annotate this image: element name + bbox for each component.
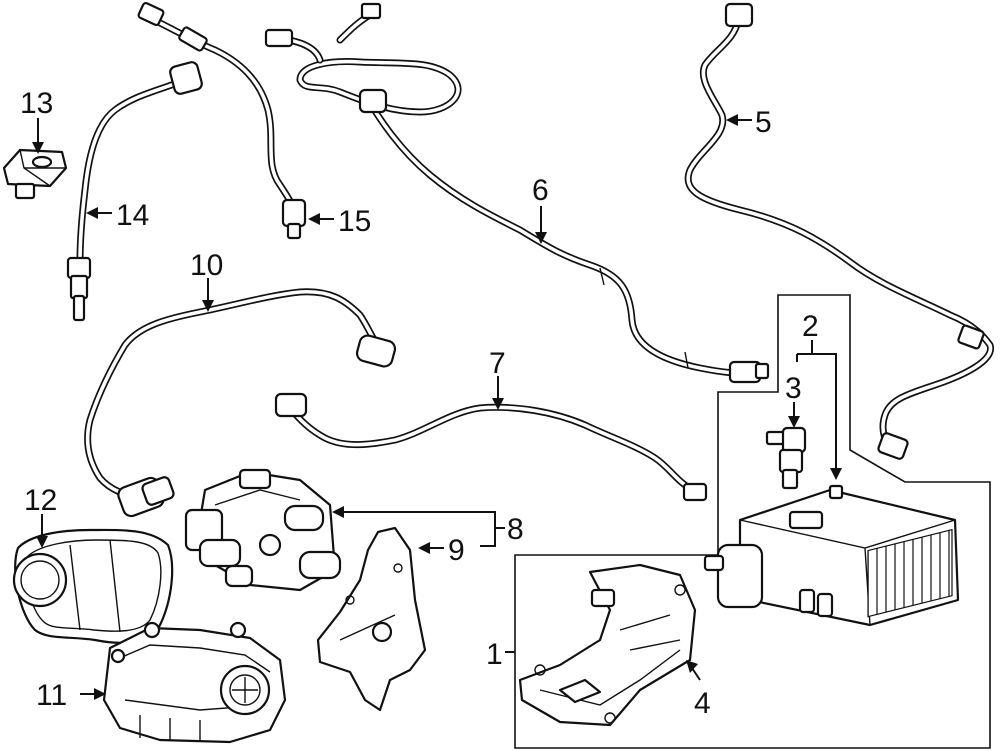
callout-10: 10 (190, 249, 223, 282)
leader-lines (32, 114, 842, 700)
callout-13: 13 (20, 87, 53, 120)
gasket (12, 528, 174, 644)
callout-8: 8 (507, 513, 524, 546)
purge-hose (84, 288, 397, 518)
purge-valve (184, 468, 342, 592)
valve-bracket (316, 526, 427, 712)
throttle-body (102, 621, 287, 744)
callout-3: 3 (785, 372, 802, 405)
oxygen-sensor-lower (66, 61, 203, 322)
oxygen-sensor-upper (137, 1, 307, 240)
vent-hose (274, 392, 708, 502)
callout-6: 6 (532, 174, 549, 207)
callout-4: 4 (694, 687, 711, 720)
callout-15: 15 (338, 205, 371, 238)
callout-14: 14 (116, 199, 149, 232)
vapor-hose-long (684, 2, 994, 460)
callout-7: 7 (489, 347, 506, 380)
callout-12: 12 (24, 484, 57, 517)
canister-valve (765, 426, 807, 490)
callout-11: 11 (36, 679, 67, 712)
callout-5: 5 (755, 106, 772, 139)
canister-assembly-box (514, 294, 991, 749)
wiring-harness (264, 2, 770, 384)
callout-9: 9 (448, 534, 465, 567)
canister-bracket (518, 563, 697, 727)
callout-1: 1 (486, 638, 503, 671)
callout-2: 2 (802, 310, 819, 343)
charcoal-canister (703, 484, 960, 627)
clip-bracket (2, 148, 68, 200)
callout-labels: 13 14 15 5 6 10 7 12 11 8 9 2 3 4 1 (20, 87, 819, 720)
